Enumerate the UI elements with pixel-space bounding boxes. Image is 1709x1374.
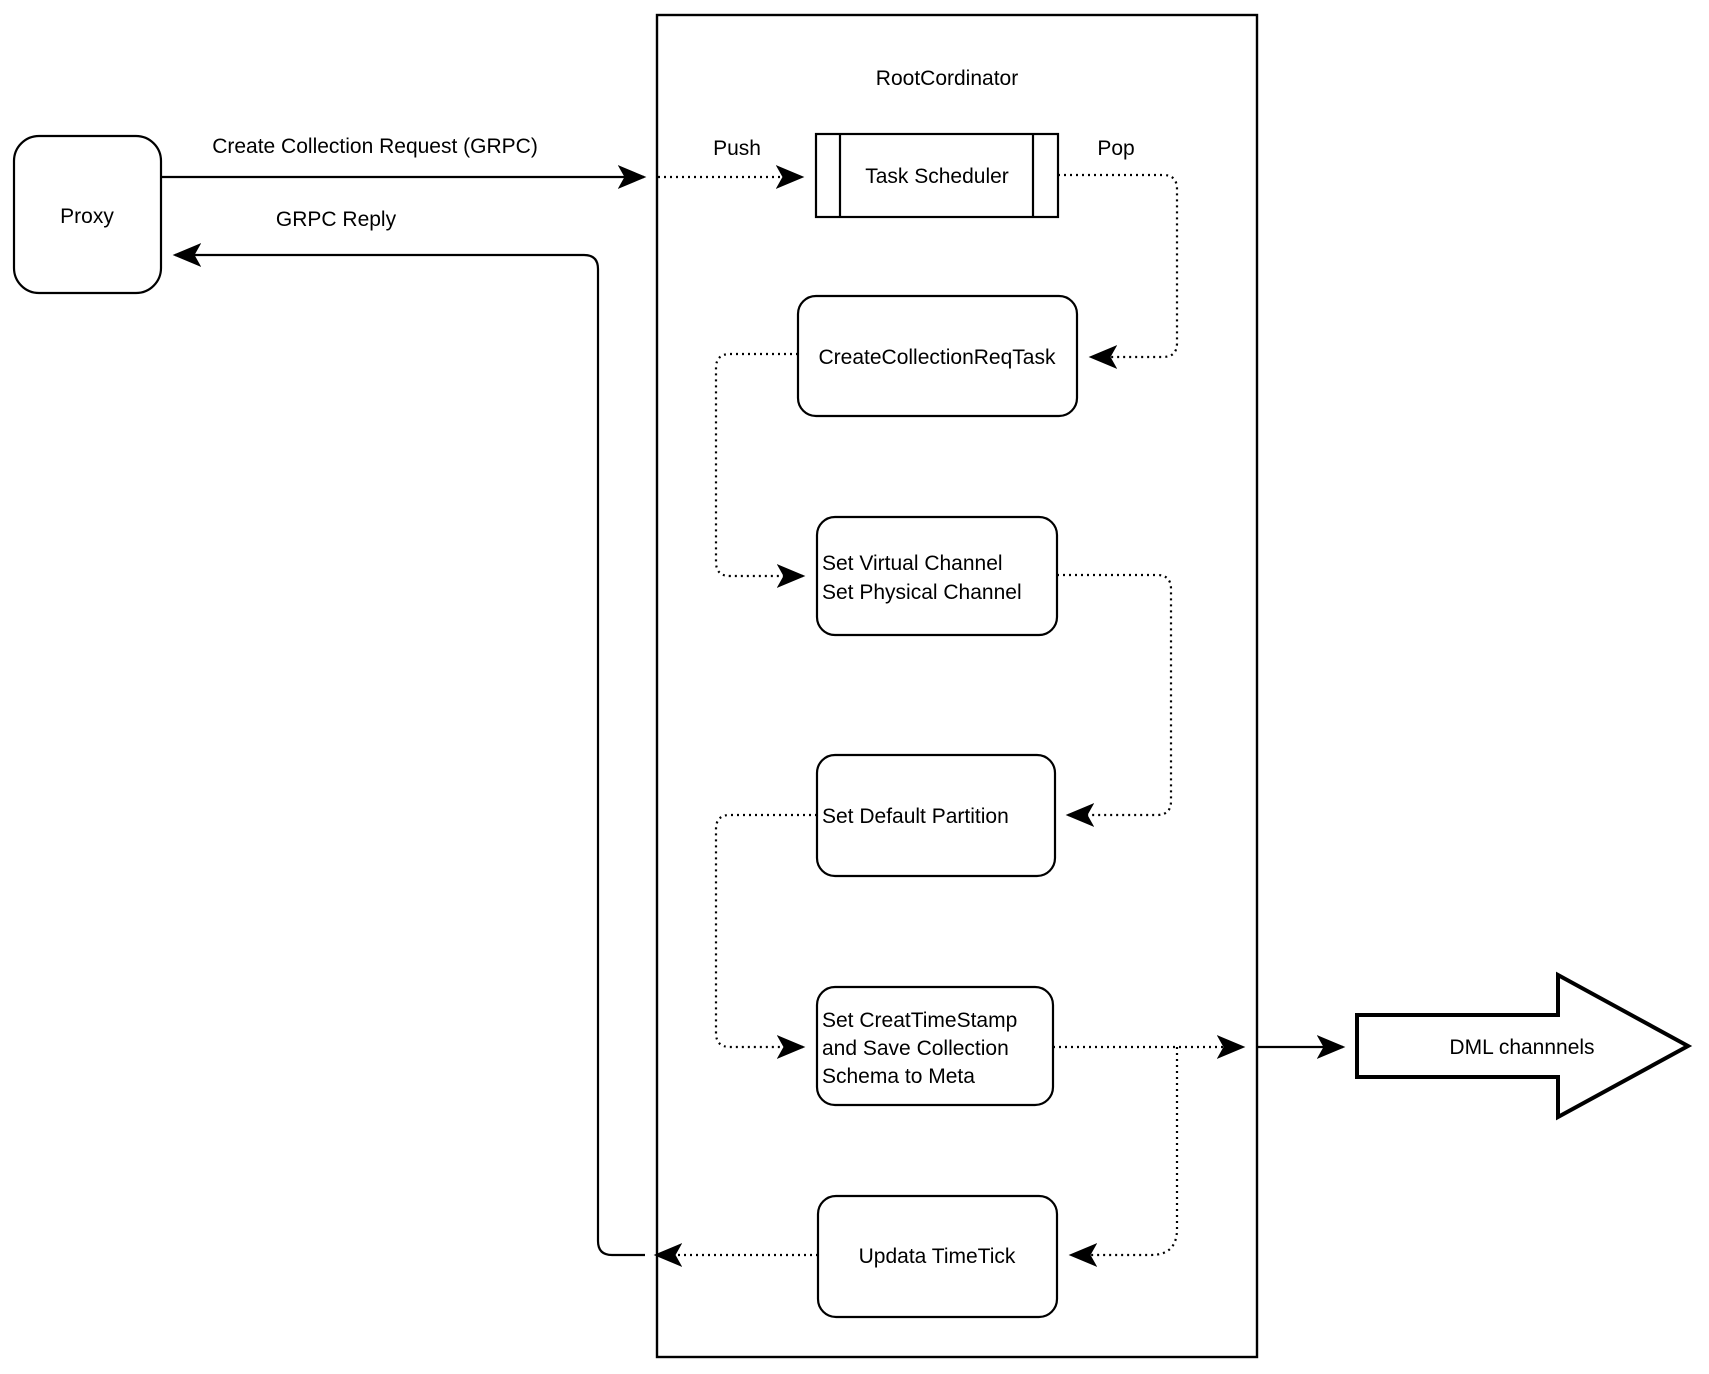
set-creat-timestamp-label-line2: and Save Collection [822, 1037, 1009, 1060]
set-virtual-channel-label-line1: Set Virtual Channel [822, 552, 1003, 575]
edge-grpc-reply [172, 243, 645, 1257]
proxy-node [12, 134, 163, 295]
edge-push-label: Push [713, 137, 761, 160]
dml-channels-arrow [1355, 971, 1693, 1121]
dml-channels-label: DML channnels [1449, 1036, 1594, 1059]
proxy-node-label: Proxy [60, 205, 114, 228]
set-virtual-channel-node [815, 515, 1059, 637]
edge-partition-to-timestamp [714, 813, 817, 1059]
edge-pop-label: Pop [1097, 137, 1134, 160]
set-creat-timestamp-label-line1: Set CreatTimeStamp [822, 1009, 1017, 1032]
edge-reqtask-to-setchannels [714, 352, 806, 588]
root-coordinator-container [655, 13, 1259, 1359]
updata-timetick-node [816, 1194, 1059, 1319]
task-scheduler-label: Task Scheduler [865, 165, 1009, 188]
edge-grpc-reply-label: GRPC Reply [276, 208, 397, 231]
set-virtual-channel-label-line2: Set Physical Channel [822, 581, 1022, 604]
edge-timestamp-to-timetick [1068, 1047, 1179, 1267]
create-collection-req-task-node [796, 294, 1079, 418]
edge-create-collection-request-label: Create Collection Request (GRPC) [212, 135, 538, 158]
set-creat-timestamp-label-line3: Schema to Meta [822, 1065, 975, 1088]
edge-setchannels-to-partition [1057, 573, 1173, 827]
create-collection-req-task-label: CreateCollectionReqTask [819, 346, 1056, 369]
set-default-partition-label: Set Default Partition [822, 805, 1009, 828]
edge-pop [1058, 173, 1179, 369]
updata-timetick-label: Updata TimeTick [859, 1245, 1016, 1268]
root-coordinator-title: RootCordinator [876, 67, 1018, 90]
